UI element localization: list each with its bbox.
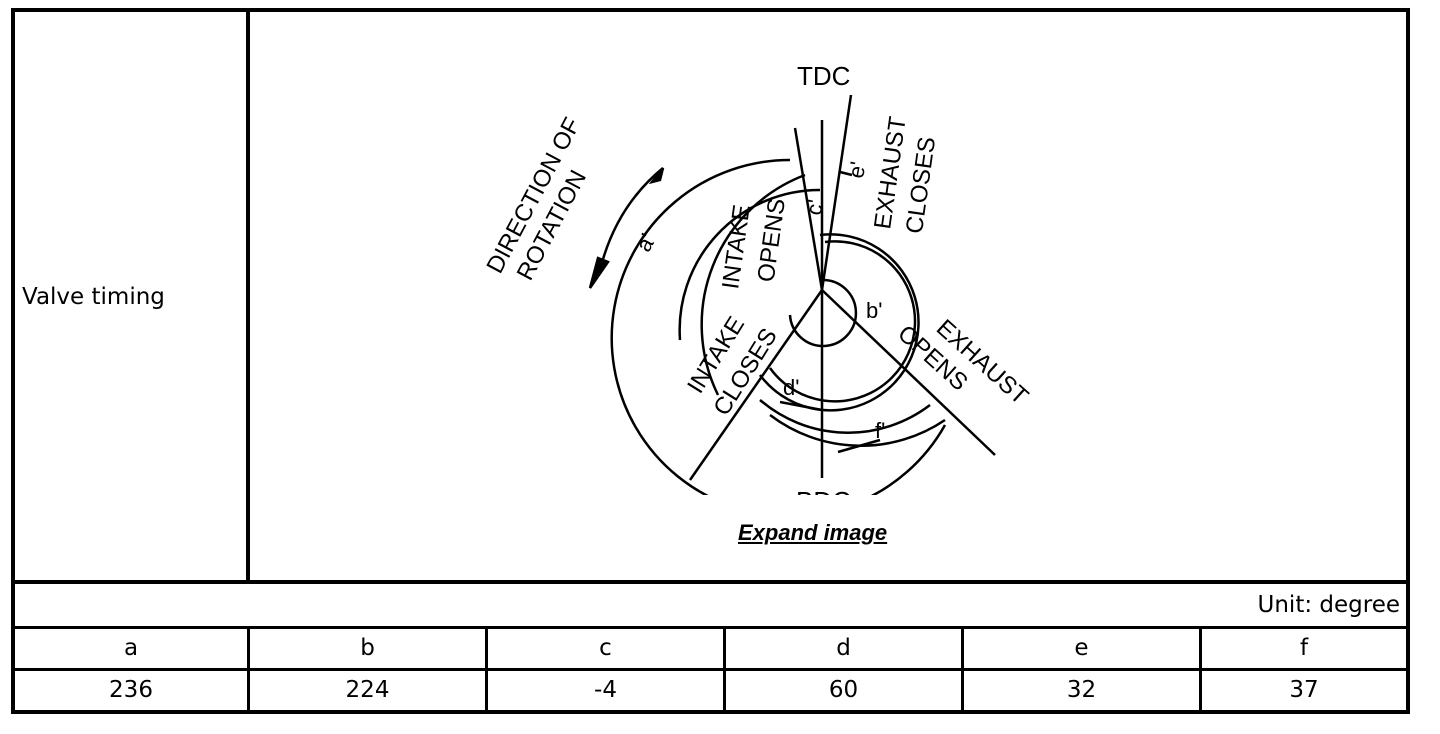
column-divider bbox=[247, 627, 250, 712]
table-cell: 60 bbox=[828, 677, 859, 703]
table-cell: 236 bbox=[109, 677, 153, 703]
column-divider bbox=[723, 627, 726, 712]
row-divider bbox=[11, 580, 1410, 584]
intake-opens-label: INTAKE bbox=[717, 203, 756, 291]
column-divider bbox=[1199, 627, 1202, 712]
table-cell: 32 bbox=[1066, 677, 1097, 703]
label-e: e' bbox=[843, 160, 870, 181]
column-divider bbox=[246, 8, 250, 584]
table-cell: 224 bbox=[345, 677, 390, 703]
valve-timing-diagram: TDC BDC DIRECTION OF ROTATION EXHAUST CL… bbox=[481, 61, 1034, 495]
label-b: b' bbox=[866, 298, 882, 323]
table-cell: -4 bbox=[594, 677, 617, 703]
column-header: c bbox=[599, 635, 612, 661]
bdc-label: BDC bbox=[796, 486, 851, 495]
column-header: a bbox=[123, 635, 139, 661]
column-header: e bbox=[1074, 635, 1089, 661]
label-f: f' bbox=[875, 418, 885, 443]
valve-timing-table bbox=[11, 8, 1410, 714]
column-header: b bbox=[360, 635, 375, 661]
column-header: d bbox=[836, 635, 851, 661]
column-divider bbox=[485, 627, 488, 712]
unit-label: Unit: degree bbox=[1257, 592, 1400, 618]
column-header: f bbox=[1299, 635, 1309, 661]
expand-image-link[interactable]: Expand image bbox=[738, 520, 888, 545]
label-d: d' bbox=[783, 375, 799, 400]
label-c: c' bbox=[801, 198, 828, 217]
row-divider bbox=[11, 668, 1410, 671]
intake-opens-label-2: OPENS bbox=[753, 197, 791, 284]
column-divider bbox=[961, 627, 964, 712]
table-cell: 37 bbox=[1289, 677, 1319, 703]
row-label: Valve timing bbox=[22, 284, 165, 310]
row-divider bbox=[11, 626, 1410, 629]
tdc-label: TDC bbox=[797, 61, 850, 91]
